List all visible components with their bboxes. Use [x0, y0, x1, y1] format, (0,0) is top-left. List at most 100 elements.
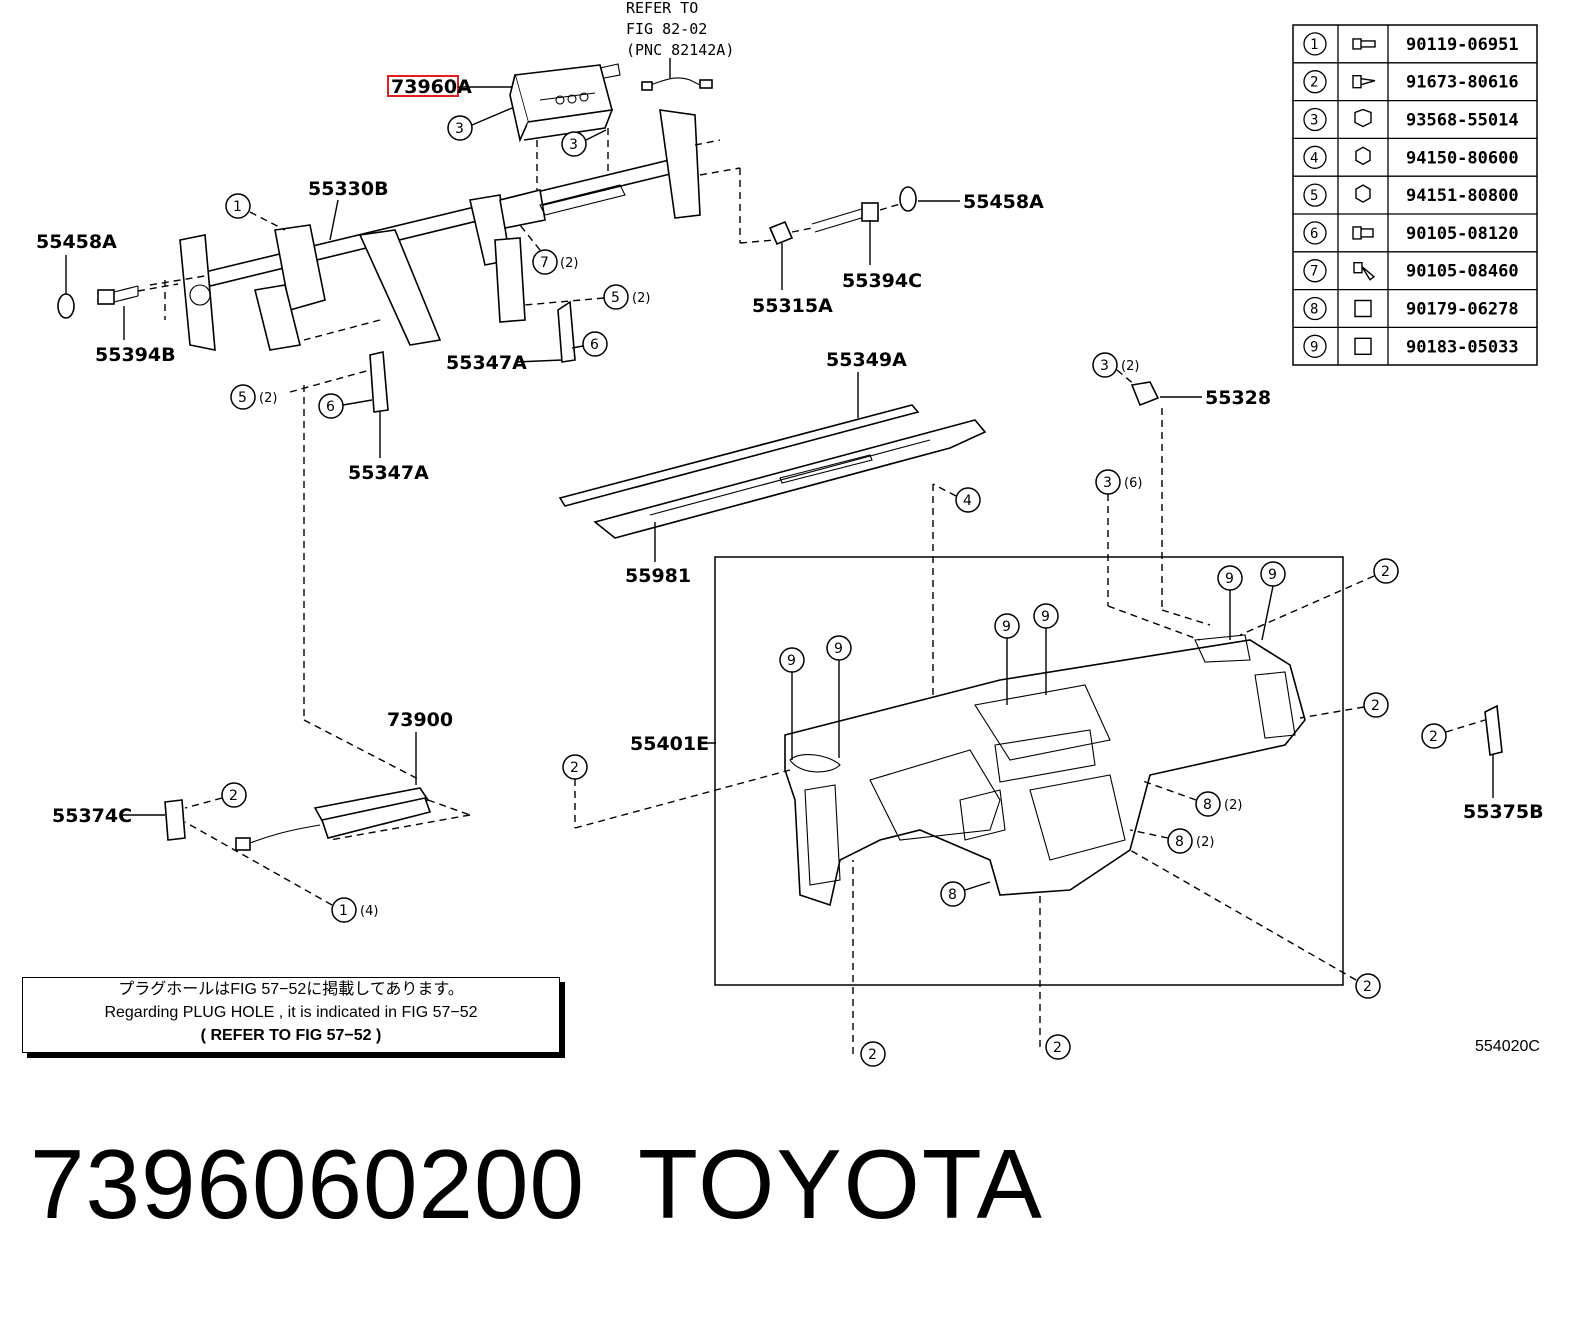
- fastener-part-number[interactable]: 90105-08460: [1406, 262, 1519, 282]
- label-cap-left[interactable]: 55458A: [36, 231, 117, 253]
- label-cap-right[interactable]: 55458A: [963, 191, 1044, 213]
- callout-5: 5: [611, 290, 620, 306]
- label-collar[interactable]: 55315A: [752, 295, 833, 317]
- callout-qty: (2): [1196, 835, 1214, 850]
- fastener-part-number[interactable]: 91673-80616: [1406, 73, 1519, 93]
- label-brace-left[interactable]: 55347A: [348, 462, 429, 484]
- label-bracket-left[interactable]: 55374C: [52, 805, 132, 827]
- fastener-number-circle: [1303, 107, 1327, 132]
- callout-qty: (6): [1124, 476, 1142, 491]
- callout-qty: (4): [360, 904, 378, 919]
- brace-left-drawing: [369, 351, 389, 413]
- callout-2: 2: [1053, 1040, 1062, 1056]
- cap-left-drawing: [57, 293, 75, 319]
- tapping-screw-icon: [1353, 262, 1376, 281]
- fastener-number: 2: [1310, 75, 1318, 91]
- instrument-panel-drawing: [784, 634, 1306, 907]
- plug-hole-note: プラグホールはFIG 57−52に掲載してあります。 Regarding PLU…: [22, 977, 560, 1053]
- label-reinforcement[interactable]: 55330B: [308, 178, 389, 200]
- fastener-number-circle: [1303, 259, 1327, 283]
- callout-2: 2: [1381, 564, 1390, 580]
- callout-9: 9: [1268, 567, 1277, 583]
- callout-1: 1: [339, 903, 348, 919]
- fastener-row: 3 93568-55014: [1293, 99, 1537, 132]
- screw-icon: [1352, 75, 1376, 89]
- airbag-label-highlight: [387, 75, 459, 97]
- refer-note-line1: REFER TO: [626, 0, 698, 17]
- fastener-number: 7: [1310, 264, 1318, 280]
- callout-2: 2: [868, 1047, 877, 1063]
- bracket-right-drawing: [1484, 704, 1503, 756]
- brace-mid-drawing: [557, 300, 576, 363]
- label-brace-mid[interactable]: 55347A: [446, 352, 527, 374]
- callout-qty: (2): [1121, 359, 1139, 374]
- fastener-row: 6 90105-08120: [1293, 213, 1537, 245]
- callout-3: 3: [455, 121, 464, 137]
- fastener-row: 1 90119-06951: [1303, 32, 1519, 56]
- fastener-part-number[interactable]: 90183-05033: [1406, 337, 1519, 357]
- fastener-number-circle: [1303, 32, 1327, 56]
- fastener-number-circle: [1303, 145, 1327, 169]
- flange-nut-icon: [1354, 108, 1372, 128]
- clip-drawing: [1130, 381, 1160, 407]
- fastener-number: 4: [1310, 150, 1318, 166]
- callout-3: 3: [1100, 358, 1109, 374]
- callout-8: 8: [948, 887, 957, 903]
- defroster-cover-drawing: [558, 404, 920, 507]
- fastener-part-number[interactable]: 94150-80600: [1406, 148, 1519, 168]
- label-defroster-nozzle[interactable]: 55981: [625, 565, 691, 587]
- callout-qty: (2): [632, 291, 650, 306]
- label-airbag[interactable]: 73960A: [391, 76, 472, 98]
- label-bracket-right[interactable]: 55375B: [1463, 801, 1544, 823]
- fastener-number-circle: [1303, 296, 1327, 321]
- fastener-number: 6: [1310, 226, 1318, 242]
- label-clip[interactable]: 55328: [1205, 387, 1271, 409]
- fastener-row: 7 90105-08460: [1293, 251, 1537, 283]
- note-line-refer: ( REFER TO FIG 57−52 ): [200, 1027, 382, 1044]
- bolt-left-drawing: [97, 283, 179, 305]
- fastener-row: 2 91673-80616: [1293, 62, 1537, 94]
- callout-8: 8: [1175, 834, 1184, 850]
- fastener-part-number[interactable]: 93568-55014: [1406, 111, 1519, 131]
- fastener-part-number[interactable]: 94151-80800: [1406, 186, 1519, 206]
- label-panel[interactable]: 55401E: [630, 733, 709, 755]
- callout-2: 2: [1429, 729, 1438, 745]
- callout-1: 1: [233, 199, 242, 215]
- fastener-number: 9: [1310, 339, 1318, 355]
- fastener-part-number[interactable]: 90179-06278: [1406, 300, 1519, 320]
- callout-qty: (2): [259, 391, 277, 406]
- collar-drawing: [768, 220, 794, 246]
- bracket-left-drawing: [164, 799, 186, 841]
- label-bolt-left[interactable]: 55394B: [95, 344, 176, 366]
- label-defroster-cover[interactable]: 55349A: [826, 349, 907, 371]
- note-line-en: Regarding PLUG HOLE , it is indicated in…: [104, 1004, 478, 1021]
- callout-8: 8: [1203, 797, 1212, 813]
- fastener-number-circle: [1303, 183, 1327, 207]
- fastener-part-number[interactable]: 90105-08120: [1406, 224, 1519, 244]
- callout-9: 9: [1002, 619, 1011, 635]
- callout-qty: (2): [1224, 798, 1242, 813]
- callout-9: 9: [1225, 571, 1234, 587]
- callout-2: 2: [570, 760, 579, 776]
- refer-note-line2: FIG 82-02: [626, 20, 707, 38]
- refer-note-line3: (PNC 82142A): [626, 41, 734, 59]
- fastener-number: 3: [1310, 113, 1318, 129]
- instrument-panel-reinforcement-drawing: [149, 109, 776, 351]
- label-knee-airbag[interactable]: 73900: [387, 709, 453, 731]
- callout-qty: (2): [560, 256, 578, 271]
- callout-6: 6: [326, 399, 335, 415]
- nut-icon: [1355, 184, 1371, 203]
- callout-3: 3: [1103, 475, 1112, 491]
- clip-icon: [1354, 337, 1372, 355]
- fastener-number-circle: [1303, 334, 1327, 358]
- washer-bolt-icon: [1352, 226, 1374, 240]
- nut-icon: [1355, 146, 1371, 166]
- fastener-number: 1: [1310, 37, 1318, 53]
- label-bolt-right[interactable]: 55394C: [842, 270, 922, 292]
- footer-brand: TOYOTA: [638, 1129, 1044, 1239]
- figure-code: 554020C: [1475, 1038, 1540, 1055]
- fastener-part-number[interactable]: 90119-06951: [1406, 35, 1519, 55]
